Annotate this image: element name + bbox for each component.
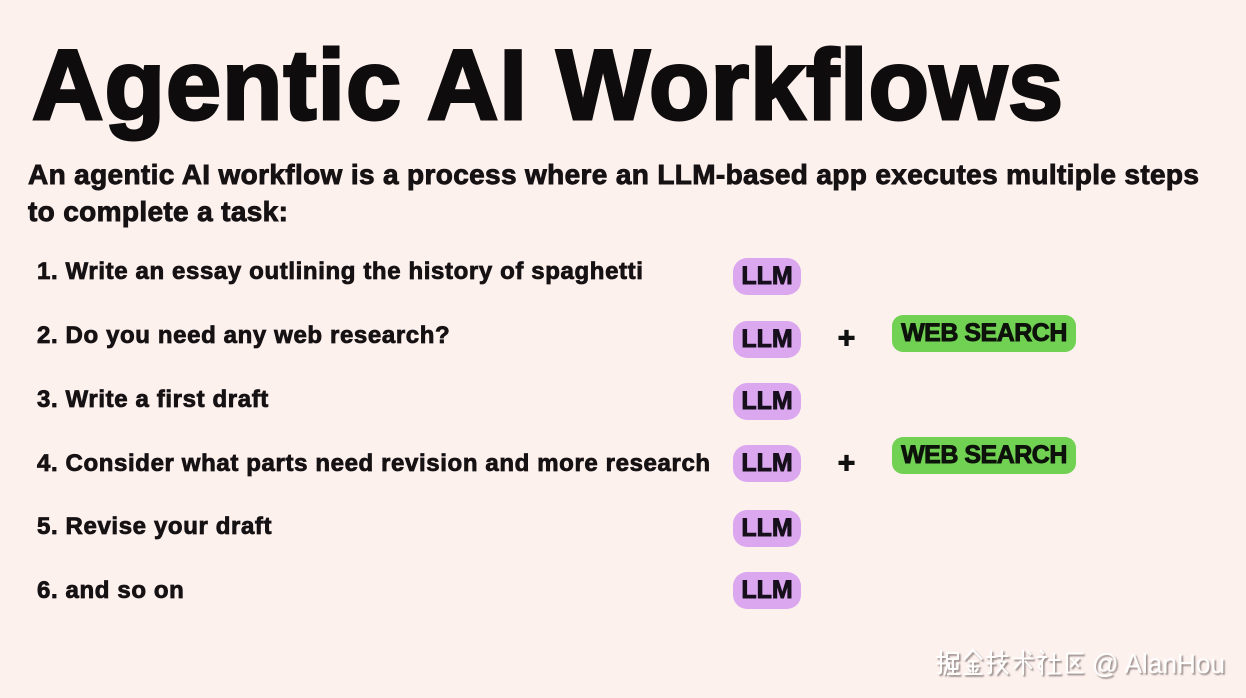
svg-text:@ AlanHou: @ AlanHou	[1092, 648, 1225, 679]
